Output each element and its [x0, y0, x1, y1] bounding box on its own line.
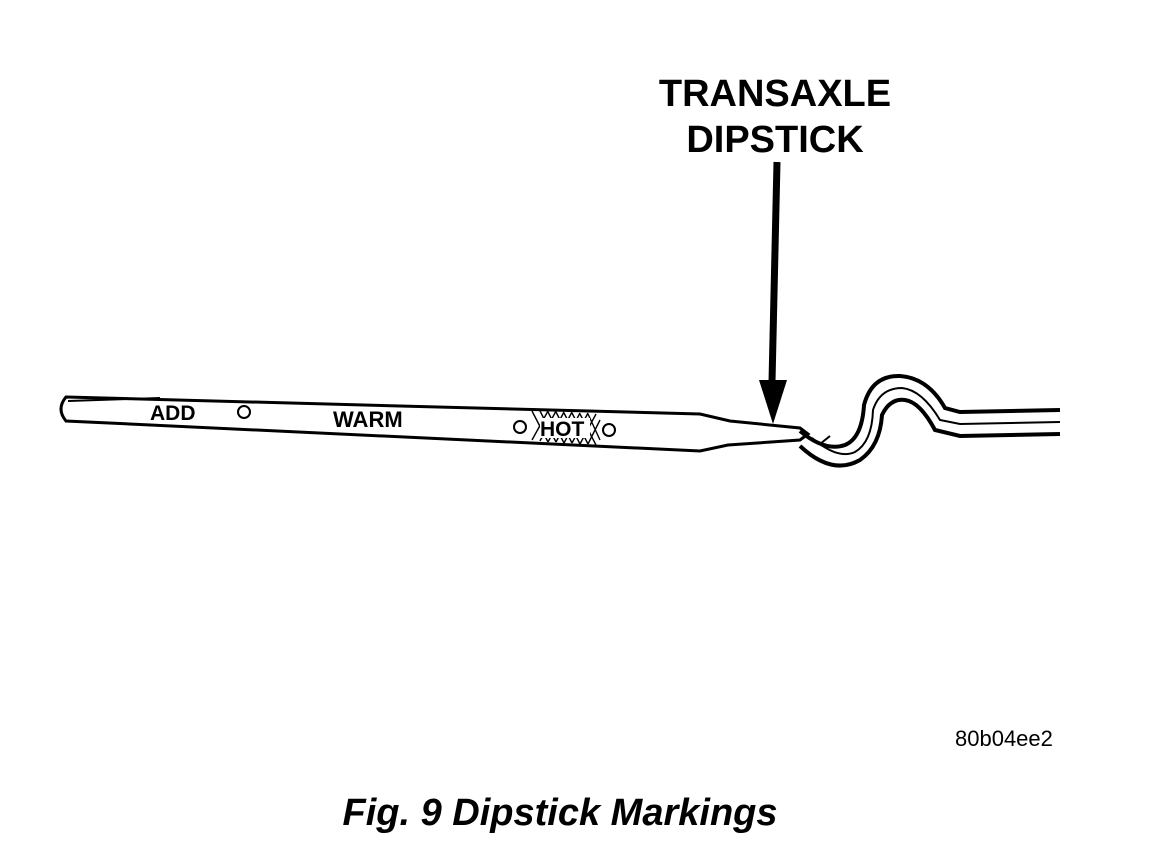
callout-arrow [759, 161, 787, 424]
callout-label-line1: TRANSAXLE [658, 73, 892, 115]
hot-low-hole [513, 420, 527, 434]
hot-marking-label: HOT [540, 418, 585, 441]
figure-caption: Fig. 9 Dipstick Markings [342, 792, 778, 834]
figure-id: 80b04ee2 [955, 726, 1053, 751]
callout-label-line2: DIPSTICK [686, 119, 864, 161]
add-mark-hole [237, 405, 251, 419]
warm-marking-label: WARM [333, 407, 403, 432]
dipstick-bent-wire [798, 373, 1061, 449]
hot-high-hole [602, 423, 616, 437]
add-marking-label: ADD [150, 402, 196, 425]
